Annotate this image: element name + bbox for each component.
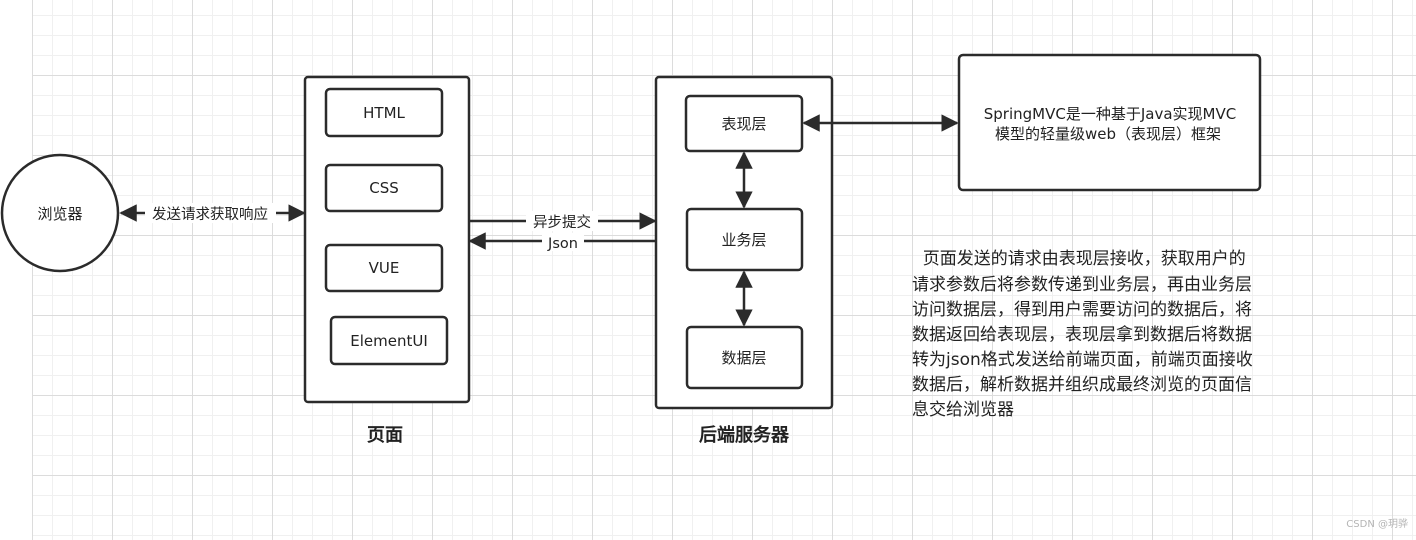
browser-label: 浏览器 — [37, 205, 82, 223]
page-item-css-label: CSS — [369, 179, 399, 197]
page-item-vue[interactable]: VUE — [324, 243, 444, 293]
page-item-html-box — [324, 87, 444, 138]
description-line-7: 息交给浏览器 — [912, 400, 1014, 420]
server-layer-presentation-box — [684, 94, 804, 153]
description-paragraph: 页面发送的请求由表现层接收，获取用户的 请求参数后将参数传递到业务层，再由业务层… — [912, 249, 1253, 420]
springmvc-note[interactable]: SpringMVC是一种基于Java实现MVC 模型的轻量级web（表现层）框架 — [957, 53, 1262, 192]
server-layer-data-box — [685, 325, 804, 390]
async-submit-label-bg — [526, 211, 598, 231]
description-line-2: 请求参数后将参数传递到业务层，再由业务层 — [912, 275, 1252, 295]
browser-page-link-label-bg — [145, 203, 276, 223]
server-layer-business-box — [685, 207, 804, 272]
watermark: CSDN @玥骅 — [1346, 519, 1408, 530]
browser-page-link[interactable]: 发送请求获取响应 — [119, 203, 306, 223]
page-item-vue-box — [324, 243, 444, 293]
server-layer-business-label: 业务层 — [721, 231, 766, 249]
page-item-html-label: HTML — [363, 104, 405, 122]
json-label-bg — [542, 233, 584, 251]
server-layer-business[interactable]: 业务层 — [685, 207, 804, 272]
page-item-elementui-label: ElementUI — [350, 332, 428, 350]
async-submit-label: 异步提交 — [533, 213, 591, 231]
springmvc-note-box — [957, 53, 1262, 192]
left-margin-strip — [0, 0, 32, 540]
page-item-css-box — [324, 163, 444, 213]
description-line-5: 转为json格式发送给前端页面，前端页面接收 — [912, 350, 1253, 370]
browser-circle — [0, 153, 120, 273]
server-layer-presentation[interactable]: 表现层 — [684, 94, 804, 153]
description-line-1: 页面发送的请求由表现层接收，获取用户的 — [912, 249, 1246, 269]
page-group-title: 页面 — [367, 425, 403, 446]
browser-node[interactable]: 浏览器 — [0, 153, 120, 273]
page-item-vue-label: VUE — [369, 259, 400, 277]
description-line-6: 数据后，解析数据并组织成最终浏览的页面信 — [912, 375, 1252, 395]
json-label: Json — [547, 236, 578, 252]
browser-page-link-label: 发送请求获取响应 — [152, 205, 268, 223]
page-item-elementui[interactable]: ElementUI — [329, 315, 449, 366]
page-server-links[interactable]: 异步提交 Json — [468, 211, 657, 252]
page-item-elementui-box — [329, 315, 449, 366]
server-layer-presentation-label: 表现层 — [721, 115, 766, 133]
springmvc-note-line-1: SpringMVC是一种基于Java实现MVC — [984, 105, 1236, 123]
springmvc-note-line-2: 模型的轻量级web（表现层）框架 — [995, 125, 1221, 143]
page-item-css[interactable]: CSS — [324, 163, 444, 213]
page-group[interactable]: HTML CSS VUE ElementUI — [303, 75, 471, 404]
server-group[interactable]: 表现层 业务层 数据层 — [654, 75, 834, 410]
description-line-3: 访问数据层，得到用户需要访问的数据后，将 — [912, 300, 1252, 320]
server-layer-data[interactable]: 数据层 — [685, 325, 804, 390]
page-item-html[interactable]: HTML — [324, 87, 444, 138]
description-line-4: 数据返回给表现层，表现层拿到数据后将数据 — [912, 324, 1252, 345]
server-layer-data-label: 数据层 — [721, 349, 766, 367]
server-group-title: 后端服务器 — [699, 424, 790, 446]
